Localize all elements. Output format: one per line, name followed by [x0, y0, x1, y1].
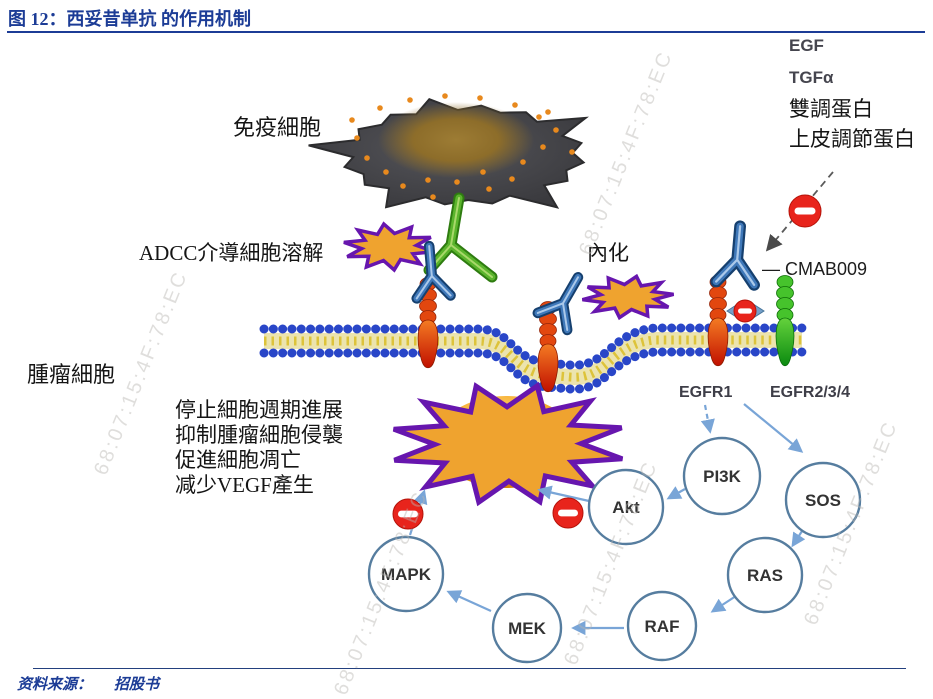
granule-dot	[520, 159, 526, 165]
ligand-amphiregulin: 雙調蛋白	[789, 97, 873, 121]
granule-dot	[383, 169, 389, 175]
svg-text:RAS: RAS	[747, 566, 783, 585]
granule-dot	[442, 93, 448, 99]
node-akt: Akt	[587, 468, 665, 546]
granule-dot	[553, 127, 559, 133]
no-entry-icon	[788, 194, 822, 228]
granule-dot	[354, 135, 360, 141]
source-line: 资料来源： 招股书	[17, 673, 159, 694]
fc-receptor-antibody	[423, 192, 498, 283]
granule-dot	[545, 109, 551, 115]
immune-cell-nucleus	[378, 102, 534, 178]
effect-list: 停止細胞週期進展 抑制腫瘤細胞侵襲 促進細胞凋亡 减少VEGF產生	[175, 398, 343, 498]
node-sos: SOS	[784, 461, 862, 539]
ligand-egf: EGF	[789, 36, 824, 55]
immune-cell-label: 免疫細胞	[233, 115, 322, 140]
no-entry-icon	[392, 498, 424, 530]
source-value: 招股书	[114, 677, 160, 693]
granule-dot	[454, 179, 460, 185]
arrow-mek-mapk	[446, 590, 492, 613]
node-mek: MEK	[491, 592, 563, 664]
ligand-epiregulin: 上皮調節蛋白	[789, 127, 915, 151]
internalization-label: 內化	[587, 241, 629, 265]
egfr234-label: EGFR2/3/4	[770, 384, 851, 401]
adcc-starburst	[343, 221, 435, 273]
tumor-cell-label: 腫瘤細胞	[27, 362, 116, 387]
egfr234-receptor	[775, 275, 795, 367]
granule-dot	[400, 183, 406, 189]
effect-item: 抑制腫瘤細胞侵襲	[175, 423, 343, 447]
granule-dot	[349, 117, 355, 123]
egfr1-label: EGFR1	[679, 384, 733, 401]
apoptosis-starburst	[392, 381, 624, 507]
immune-cell	[308, 93, 589, 209]
title-rule	[7, 31, 925, 33]
antibody-internalized	[532, 272, 584, 336]
arrow-pi3k-akt	[666, 486, 686, 500]
no-entry-icon	[733, 299, 757, 323]
granule-dot	[509, 176, 515, 182]
granule-dot	[512, 102, 518, 108]
svg-text:RAF: RAF	[645, 617, 680, 636]
figure-title: 图 12：西妥昔单抗 的作用机制	[8, 9, 251, 29]
granule-dot	[486, 186, 492, 192]
node-raf: RAF	[626, 590, 698, 662]
ligand-list: EGF TGFα 雙調蛋白 上皮調節蛋白	[789, 30, 915, 154]
antibody-adcc	[411, 240, 456, 304]
egfr1-receptor	[707, 275, 729, 367]
source-label: 资料来源：	[17, 677, 93, 693]
granule-dot	[407, 97, 413, 103]
granule-dot	[425, 177, 431, 183]
svg-text:MAPK: MAPK	[381, 565, 432, 584]
effect-item: 减少VEGF產生	[175, 473, 314, 497]
granule-dot	[430, 194, 436, 200]
adcc-lysis-label: ADCC介導細胞溶解	[139, 241, 324, 265]
internalization-starburst	[581, 273, 675, 321]
granule-dot	[480, 169, 486, 175]
granule-dot	[569, 149, 575, 155]
cmab009-antibody	[710, 220, 760, 291]
cmab009-label: — CMAB009	[762, 259, 868, 279]
granule-dot	[536, 114, 542, 120]
granule-dot	[477, 95, 483, 101]
svg-text:MEK: MEK	[508, 619, 547, 638]
footer-rule	[33, 668, 906, 669]
node-mapk: MAPK	[367, 535, 445, 613]
svg-text:PI3K: PI3K	[703, 467, 742, 486]
arrow-akt-cell	[537, 485, 590, 503]
effect-item: 促進細胞凋亡	[175, 448, 301, 472]
effect-item: 停止細胞週期進展	[175, 398, 343, 422]
granule-dot	[364, 155, 370, 161]
no-entry-icon	[552, 497, 584, 529]
svg-text:SOS: SOS	[805, 491, 841, 510]
arrow-egfr-sos	[743, 403, 804, 453]
ligand-tgfa: TGFα	[789, 68, 834, 87]
node-ras: RAS	[726, 536, 804, 614]
svg-text:Akt: Akt	[612, 498, 640, 517]
granule-dot	[540, 144, 546, 150]
node-pi3k: PI3K	[682, 436, 762, 516]
granule-dot	[377, 105, 383, 111]
arrow-egfr1-pi3k	[700, 404, 715, 434]
